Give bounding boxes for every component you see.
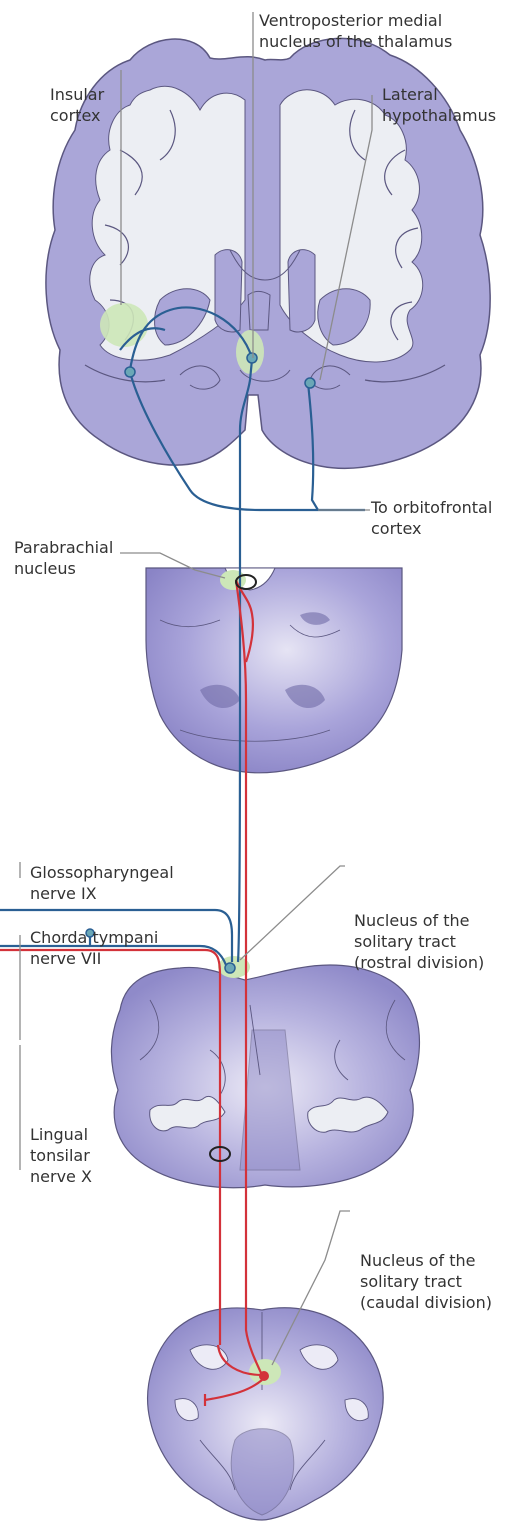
caudal-medulla-section	[148, 1308, 384, 1520]
insula-node	[125, 367, 135, 377]
vpm-node	[247, 353, 257, 363]
pons-section	[146, 568, 402, 773]
insular-cortex-highlight	[100, 303, 148, 347]
label-lateral-hypothalamus: Lateral hypothalamus	[382, 84, 496, 126]
parabrachial-highlight	[220, 570, 246, 590]
label-nts-caudal: Nucleus of the solitary tract (caudal di…	[360, 1250, 492, 1313]
pons-outline	[146, 568, 402, 773]
label-insular-cortex: Insular cortex	[50, 84, 104, 126]
nts-caudal-node	[259, 1371, 269, 1381]
label-nts-rostral: Nucleus of the solitary tract (rostral d…	[354, 910, 484, 973]
label-orbitofrontal: To orbitofrontal cortex	[371, 497, 492, 539]
hypothalamus-node	[305, 378, 315, 388]
nts-rostral-node	[225, 963, 235, 973]
rostral-nts-leader	[240, 866, 345, 960]
label-chorda-tympani: Chorda tympani nerve VII	[30, 927, 158, 969]
label-glossopharyngeal: Glossopharyngeal nerve IX	[30, 862, 174, 904]
rostral-medulla-section	[111, 956, 419, 1188]
label-parabrachial: Parabrachial nucleus	[14, 537, 113, 579]
label-vpm: Ventroposterior medial nucleus of the th…	[259, 10, 452, 52]
label-lingual-tonsilar: Lingual tonsilar nerve X	[30, 1124, 92, 1187]
